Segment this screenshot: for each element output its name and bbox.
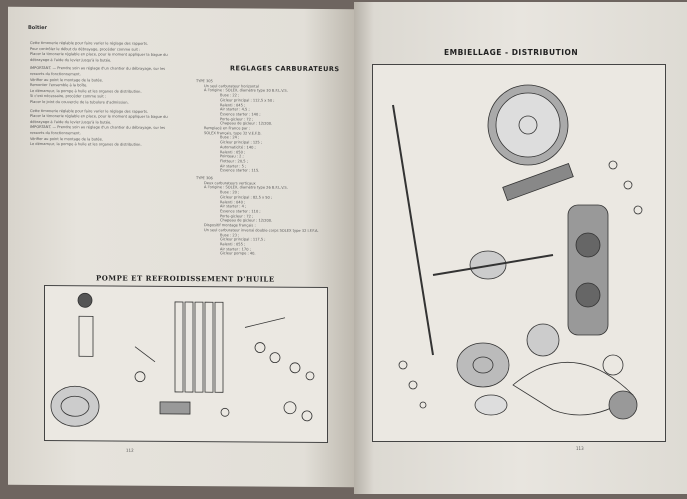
- carb-setting-line: Gicleur pompe : 40.: [220, 251, 256, 256]
- figure-title: POMPE ET REFROIDISSEMENT D'HUILE: [96, 273, 275, 284]
- paragraph: Placer le joint du couvercle de la tubul…: [30, 99, 129, 105]
- figure-title: EMBIELLAGE - DISTRIBUTION: [444, 48, 579, 57]
- page-number: 112: [126, 447, 134, 453]
- paragraph: Placer la timonerie réglable en place, p…: [30, 52, 168, 63]
- right-page: EMBIELLAGE - DISTRIBUTION 113: [354, 2, 687, 494]
- left-page: Boîtier Cette timonerie réglable pour fa…: [8, 6, 356, 488]
- paragraph: Le démarreur, la pompe à huile et les or…: [30, 142, 142, 147]
- section-heading: REGLAGES CARBURATEURS: [230, 64, 340, 74]
- page-number: 113: [576, 446, 584, 451]
- running-head: Boîtier: [28, 24, 47, 32]
- crankshaft-timing-exploded-diagram: [372, 64, 666, 442]
- oil-pump-illustration: [50, 292, 315, 427]
- oil-pump-exploded-diagram: [44, 285, 328, 444]
- paragraph: IMPORTANT. — Prendre soin au réglage d'u…: [30, 66, 166, 77]
- engine-illustration: [392, 84, 643, 420]
- paragraph: IMPORTANT. — Prendre soin au réglage d'u…: [30, 125, 166, 136]
- carb-setting-line: Essence starter : 115.: [220, 168, 260, 173]
- body-text-column: Cette timonerie réglable pour faire vari…: [30, 41, 180, 149]
